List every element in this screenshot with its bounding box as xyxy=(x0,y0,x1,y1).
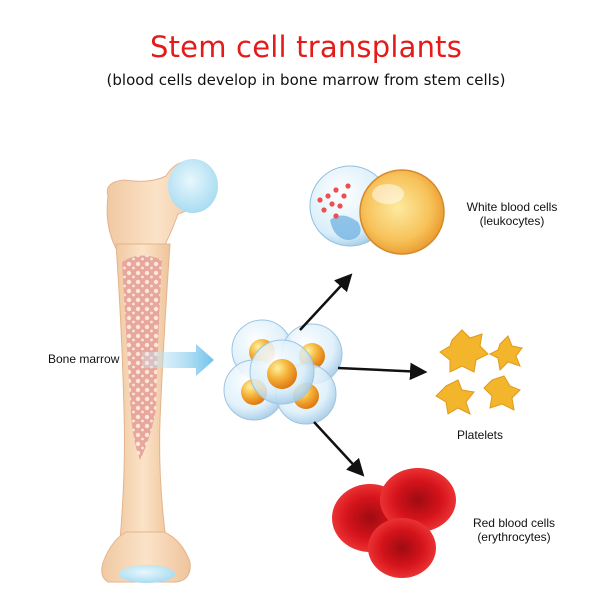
label-bone-marrow: Bone marrow xyxy=(48,352,120,366)
label-white-blood-cells-sub: (leukocytes) xyxy=(479,214,545,228)
femur-bone-illustration xyxy=(101,159,218,583)
label-white-blood-cells: White blood cells xyxy=(466,200,558,214)
red-blood-cells-illustration xyxy=(332,468,456,578)
label-platelets: Platelets xyxy=(456,428,504,442)
label-red-blood-cells: Red blood cells xyxy=(472,516,556,530)
arrow-to-red-cells xyxy=(313,421,365,477)
platelets-illustration xyxy=(435,329,523,415)
arrow-to-white-cells xyxy=(299,273,353,331)
cartilage-head-top xyxy=(168,159,218,213)
cartilage-bottom xyxy=(119,565,175,583)
diagram-subtitle: (blood cells develop in bone marrow from… xyxy=(106,71,506,89)
label-red-blood-cells-sub: (erythrocytes) xyxy=(477,530,551,544)
bone-marrow-arrow xyxy=(142,344,214,376)
stem-cell-cluster xyxy=(223,319,343,425)
diagram-title: Stem cell transplants xyxy=(149,30,463,64)
arrow-to-platelets xyxy=(337,362,428,381)
white-blood-cells-illustration xyxy=(309,165,445,255)
